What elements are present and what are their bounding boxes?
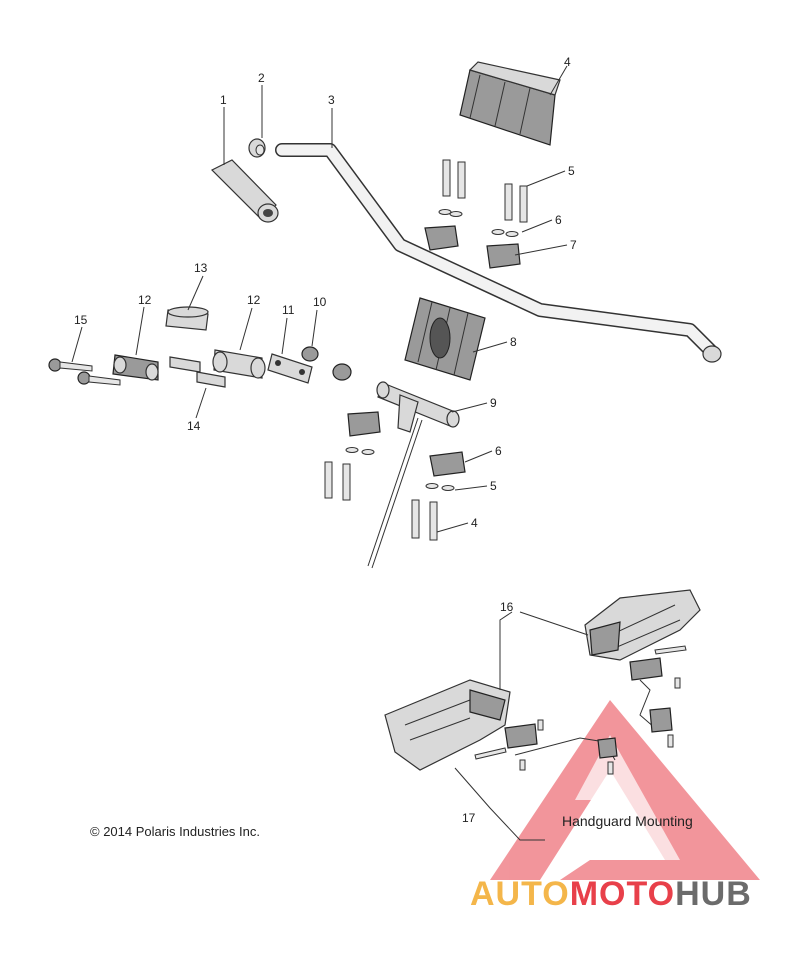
handguard-caption: Handguard Mounting [562, 813, 693, 829]
riser-block [404, 297, 486, 381]
callout-14: 14 [187, 419, 201, 433]
spacers-14 [169, 356, 226, 388]
upper-clamps [424, 225, 521, 269]
handlebar [275, 143, 722, 363]
handguard-left [384, 679, 511, 771]
copyright-notice: © 2014 Polaris Industries Inc. [90, 824, 260, 839]
lower-clamp-left [324, 411, 381, 501]
callout-6-top: 6 [555, 213, 562, 227]
callout-16: 16 [500, 600, 514, 614]
lower-clamp-right [411, 451, 466, 541]
callout-2: 2 [258, 71, 265, 85]
callout-4-bottom: 4 [471, 516, 478, 530]
callout-8: 8 [510, 335, 517, 349]
watermark-logo [490, 700, 760, 880]
callout-12-left: 12 [138, 293, 152, 307]
watermark-part-2: MOTO [570, 875, 675, 913]
clamp-12-left [112, 354, 159, 381]
nut-10 [301, 346, 352, 381]
end-plug [248, 138, 266, 158]
handguard-brackets [474, 645, 687, 775]
leader-lines [71, 65, 589, 690]
watermark-part-1: AUTO [470, 875, 570, 913]
grip [210, 159, 279, 223]
callout-6-bottom: 6 [495, 444, 502, 458]
upper-bolts [442, 159, 528, 223]
callout-5-bottom: 5 [490, 479, 497, 493]
callout-5-top: 5 [568, 164, 575, 178]
callout-1: 1 [220, 93, 227, 107]
bracket-17-line [454, 767, 545, 841]
callout-3: 3 [328, 93, 335, 107]
bushing-13 [165, 306, 209, 331]
watermark-part-3: HUB [675, 875, 752, 913]
callout-15: 15 [74, 313, 88, 327]
upper-washers [438, 209, 519, 237]
clamp-12-right [212, 349, 266, 379]
callout-11: 11 [282, 303, 295, 317]
watermark-text: AUTOMOTOHUB [470, 875, 752, 913]
callout-7: 7 [570, 238, 577, 252]
steering-post [367, 381, 460, 569]
callout-9: 9 [490, 396, 497, 410]
handlebar-cover [459, 61, 561, 146]
bolts-15 [48, 358, 121, 386]
plate-11 [267, 353, 313, 384]
callout-labels: 1 2 3 4 5 6 7 8 9 10 11 12 12 13 14 15 6… [74, 55, 577, 825]
callout-12-right: 12 [247, 293, 261, 307]
callout-13: 13 [194, 261, 208, 275]
callout-17: 17 [462, 811, 476, 825]
callout-10: 10 [313, 295, 327, 309]
handguard-right [584, 589, 701, 661]
callout-4-top: 4 [564, 55, 571, 69]
